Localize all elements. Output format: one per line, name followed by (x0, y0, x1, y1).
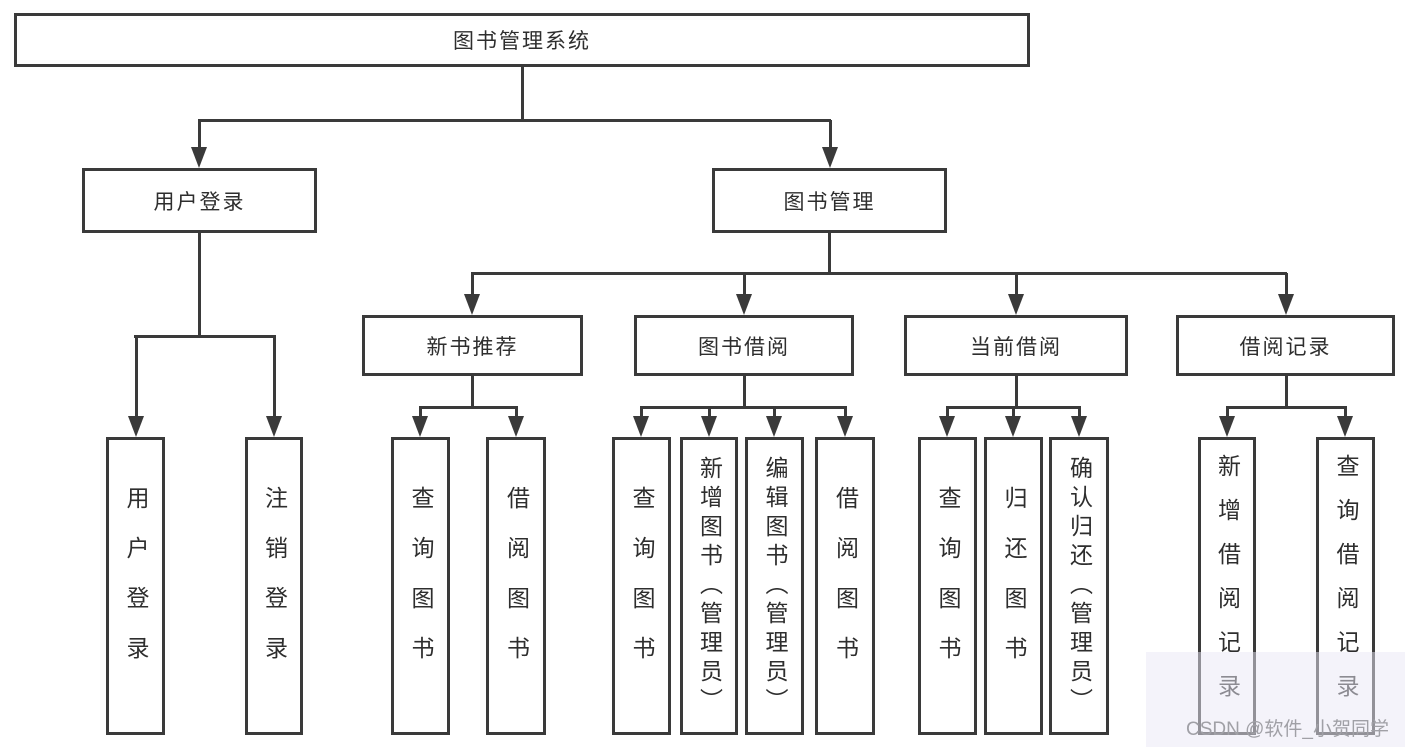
node-book-mgmt: 图书管理 (712, 168, 947, 233)
connector-arrow-stem (418, 407, 422, 419)
leaf-borrow-query-book: 查询图书 (612, 437, 671, 735)
leaf-rec-borrow-book: 借阅图书 (486, 437, 546, 735)
watermark-text: CSDN @软件_小贺同学 (1186, 719, 1389, 740)
connector-arrow-stem (945, 407, 949, 419)
connector-line-vertical (520, 67, 524, 121)
arrowhead-down-icon (837, 416, 853, 437)
leaf-rec-query-book: 查询图书 (391, 437, 450, 735)
arrowhead-down-icon (1008, 294, 1024, 315)
leaf-user-login-label: 用户登录 (123, 486, 149, 686)
connector-arrow-stem (272, 336, 276, 419)
leaf-rec-query-book-label: 查询图书 (408, 486, 434, 686)
connector-line-horizontal (640, 405, 847, 409)
node-root: 图书管理系统 (14, 13, 1030, 67)
arrowhead-down-icon (701, 416, 717, 437)
connector-line-horizontal (134, 334, 276, 338)
connector-line-vertical (197, 233, 201, 338)
leaf-confirm-return-admin-label: 确认归还（管理员） (1066, 455, 1093, 717)
connector-line-horizontal (198, 118, 831, 122)
arrowhead-down-icon (412, 416, 428, 437)
connector-line-horizontal (419, 405, 518, 409)
arrowhead-down-icon (1278, 294, 1294, 315)
connector-arrow-stem (1011, 407, 1015, 419)
connector-line-vertical (827, 233, 831, 275)
connector-line-vertical (1014, 376, 1018, 409)
connector-arrow-stem (1077, 407, 1081, 419)
connector-arrow-stem (843, 407, 847, 419)
leaf-edit-book-admin: 编辑图书（管理员） (745, 437, 804, 735)
leaf-logout: 注销登录 (245, 437, 303, 735)
arrowhead-down-icon (633, 416, 649, 437)
leaf-edit-book-admin-label: 编辑图书（管理员） (762, 455, 788, 717)
node-book-borrow-label: 图书借阅 (698, 335, 790, 359)
arrowhead-down-icon (736, 294, 752, 315)
connector-arrow-stem (134, 336, 138, 419)
node-book-mgmt-label: 图书管理 (783, 190, 876, 214)
connector-arrow-stem (1014, 273, 1018, 297)
leaf-current-query-book: 查询图书 (918, 437, 977, 735)
leaf-confirm-return-admin: 确认归还（管理员） (1049, 437, 1109, 735)
connector-arrow-stem (707, 407, 711, 419)
leaf-rec-borrow-book-label: 借阅图书 (503, 486, 530, 686)
node-user-login-label: 用户登录 (153, 190, 246, 214)
node-current-borrow-label: 当前借阅 (970, 335, 1062, 359)
connector-line-horizontal (471, 271, 1287, 275)
node-new-book-rec: 新书推荐 (362, 315, 583, 376)
connector-arrow-stem (514, 407, 518, 419)
connector-arrow-stem (1284, 273, 1288, 297)
node-current-borrow: 当前借阅 (904, 315, 1128, 376)
leaf-logout-label: 注销登录 (261, 486, 288, 686)
connector-arrow-stem (742, 273, 746, 297)
arrowhead-down-icon (939, 416, 955, 437)
leaf-borrow-query-book-label: 查询图书 (629, 486, 655, 686)
arrowhead-down-icon (508, 416, 524, 437)
leaf-return-book: 归还图书 (984, 437, 1043, 735)
leaf-add-book-admin: 新增图书（管理员） (680, 437, 738, 735)
leaf-user-login: 用户登录 (106, 437, 165, 735)
connector-arrow-stem (197, 120, 201, 150)
connector-arrow-stem (772, 407, 776, 419)
connector-line-vertical (1284, 376, 1288, 409)
watermark-backdrop (1146, 652, 1405, 747)
node-new-book-rec-label: 新书推荐 (426, 335, 519, 359)
arrowhead-down-icon (266, 416, 282, 437)
leaf-borrow-book-label: 借阅图书 (832, 486, 859, 686)
leaf-add-book-admin-label: 新增图书（管理员） (696, 455, 723, 717)
arrowhead-down-icon (191, 147, 207, 168)
leaf-borrow-book: 借阅图书 (815, 437, 875, 735)
arrowhead-down-icon (822, 147, 838, 168)
connector-arrow-stem (1343, 407, 1347, 419)
connector-line-vertical (742, 376, 746, 409)
arrowhead-down-icon (128, 416, 144, 437)
connector-arrow-stem (1225, 407, 1229, 419)
connector-arrow-stem (639, 407, 643, 419)
node-root-label: 图书管理系统 (453, 30, 591, 53)
leaf-current-query-book-label: 查询图书 (935, 486, 961, 686)
connector-line-vertical (470, 376, 474, 409)
connector-arrow-stem (828, 120, 832, 150)
arrowhead-down-icon (1219, 416, 1235, 437)
node-borrow-records-label: 借阅记录 (1239, 335, 1332, 359)
arrowhead-down-icon (1005, 416, 1021, 437)
arrowhead-down-icon (464, 294, 480, 315)
arrowhead-down-icon (766, 416, 782, 437)
node-book-borrow: 图书借阅 (634, 315, 854, 376)
connector-arrow-stem (470, 273, 474, 297)
arrowhead-down-icon (1337, 416, 1353, 437)
node-borrow-records: 借阅记录 (1176, 315, 1395, 376)
connector-line-horizontal (1226, 405, 1347, 409)
arrowhead-down-icon (1071, 416, 1087, 437)
node-user-login: 用户登录 (82, 168, 317, 233)
leaf-return-book-label: 归还图书 (1001, 486, 1027, 686)
